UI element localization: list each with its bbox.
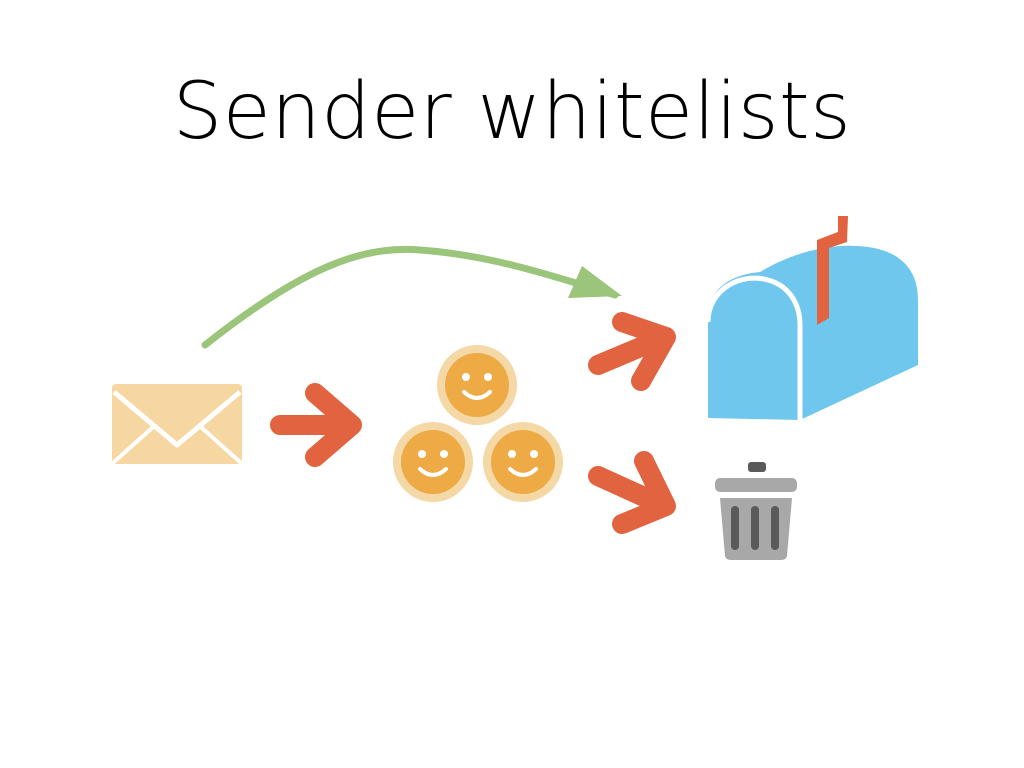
smiley-face-left — [393, 422, 473, 502]
smiley-face-right — [483, 422, 563, 502]
smiley-faces-icon — [393, 345, 563, 502]
smiley-face-top — [437, 345, 517, 425]
mailbox-icon — [705, 214, 918, 420]
arrow-to-mailbox — [588, 312, 676, 391]
arrow-to-reviewers — [270, 383, 362, 467]
slide-title: Sender whitelists — [172, 67, 852, 157]
envelope-icon — [112, 384, 242, 464]
arrow-to-trash — [588, 451, 676, 534]
trash-can-icon — [715, 462, 797, 560]
whitelist-bypass-arrow — [201, 245, 622, 349]
